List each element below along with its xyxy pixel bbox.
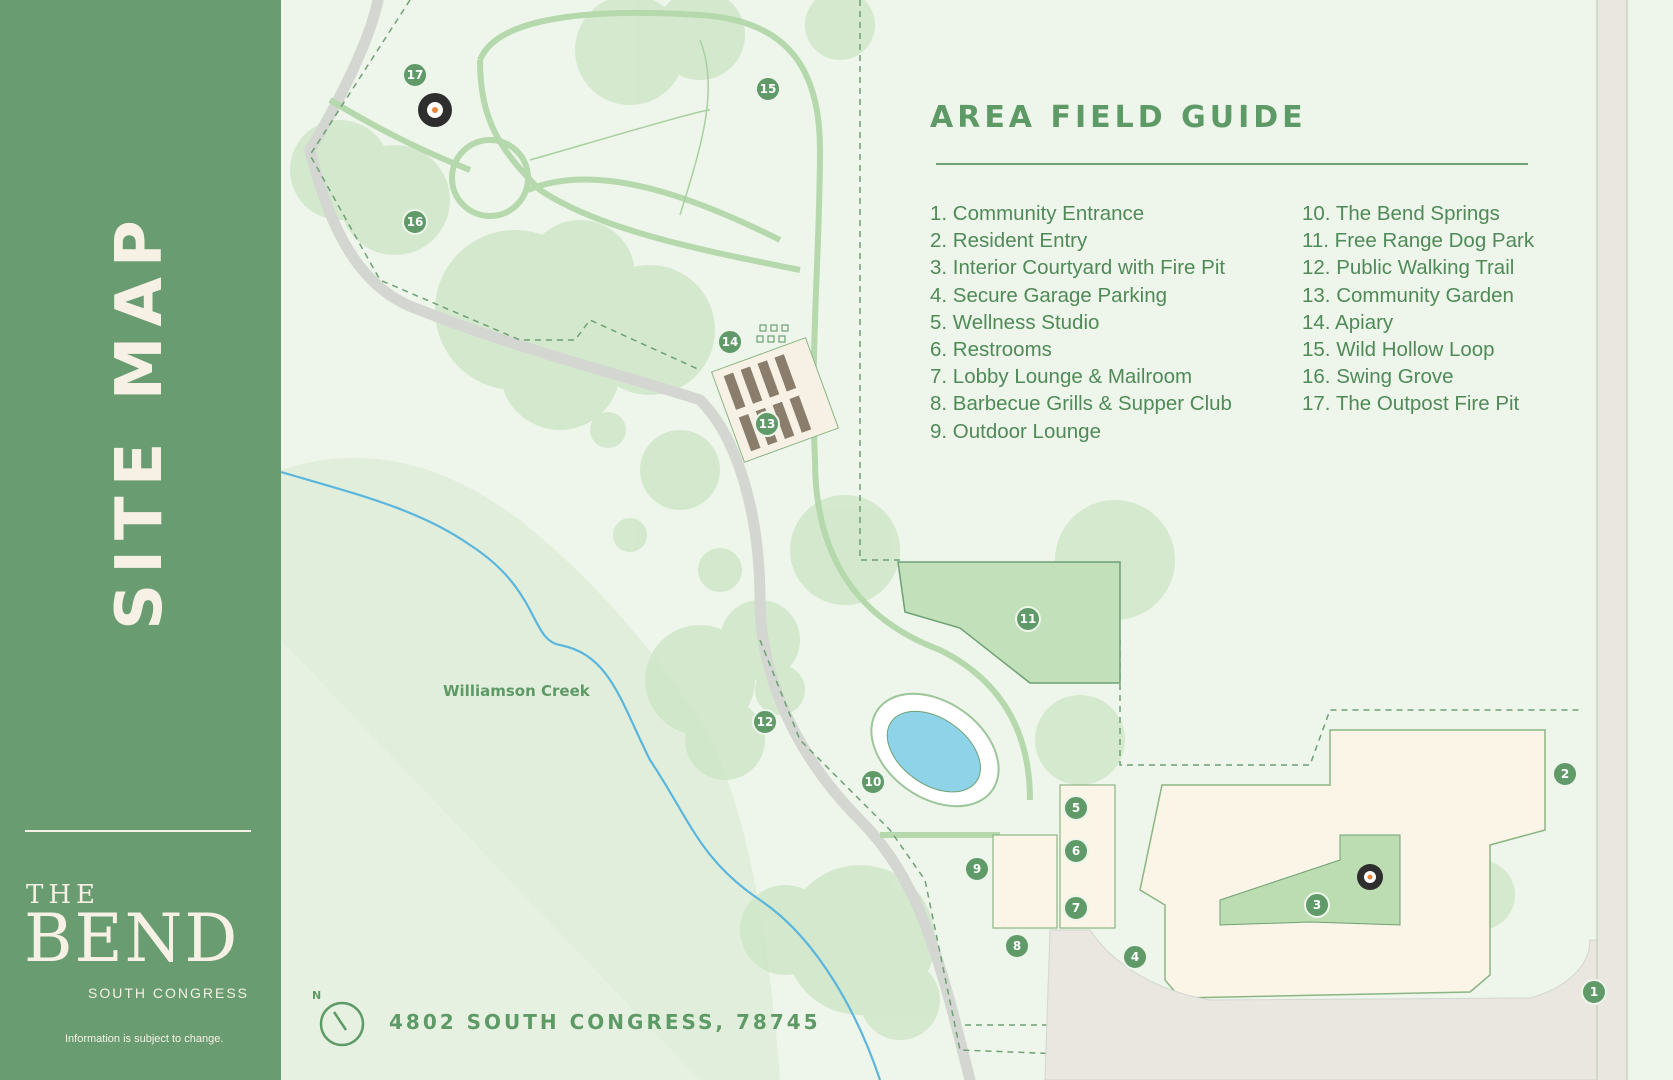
marker-11[interactable]: 11 — [1015, 606, 1041, 632]
marker-2[interactable]: 2 — [1552, 761, 1578, 787]
guide-item: 13. Community Garden — [1302, 283, 1514, 307]
guide-item: 8. Barbecue Grills & Supper Club — [930, 392, 1232, 416]
marker-15[interactable]: 15 — [755, 76, 781, 102]
guide-item: 3. Interior Courtyard with Fire Pit — [930, 256, 1226, 280]
guide-item: 2. Resident Entry — [930, 229, 1088, 253]
creek-label: Williamson Creek — [443, 682, 590, 700]
marker-5[interactable]: 5 — [1063, 795, 1089, 821]
marker-1[interactable]: 1 — [1581, 979, 1607, 1005]
brand-logo-the: THE — [26, 880, 100, 910]
guide-item: 14. Apiary — [1302, 310, 1394, 334]
disclaimer-text: Information is subject to change. — [65, 1033, 224, 1045]
marker-16[interactable]: 16 — [402, 209, 428, 235]
marker-7[interactable]: 7 — [1063, 895, 1089, 921]
compass-icon — [319, 1001, 365, 1047]
compass-north-label: N — [312, 989, 322, 1002]
guide-item: 10. The Bend Springs — [1302, 202, 1500, 225]
brand-logo-subtitle: SOUTH CONGRESS — [88, 985, 250, 1001]
site-map-title: SITE MAP — [103, 210, 177, 630]
guide-item: 1. Community Entrance — [930, 202, 1145, 225]
marker-17[interactable]: 17 — [402, 62, 428, 88]
site-map-canvas — [281, 0, 1673, 1080]
guide-item: 4. Secure Garage Parking — [930, 283, 1168, 307]
marker-13[interactable]: 13 — [754, 411, 780, 437]
guide-item: 15. Wild Hollow Loop — [1302, 337, 1495, 361]
address-text: 4802 SOUTH CONGRESS, 78745 — [389, 1010, 821, 1034]
guide-item: 6. Restrooms — [930, 337, 1052, 361]
sidebar: SITE MAP THE BEND SOUTH CONGRESS Informa… — [0, 0, 281, 1080]
sidebar-divider — [25, 830, 251, 832]
marker-12[interactable]: 12 — [752, 709, 778, 735]
guide-item: 7. Lobby Lounge & Mailroom — [930, 365, 1193, 389]
field-guide-column-2: 10. The Bend Springs 11. Free Range Dog … — [1302, 200, 1534, 418]
guide-item: 9. Outdoor Lounge — [930, 419, 1101, 443]
field-guide-title: AREA FIELD GUIDE — [930, 100, 1307, 135]
marker-6[interactable]: 6 — [1063, 838, 1089, 864]
marker-9[interactable]: 9 — [964, 856, 990, 882]
guide-item: 16. Swing Grove — [1302, 365, 1454, 389]
field-guide-column-1: 1. Community Entrance 2. Resident Entry … — [930, 200, 1232, 445]
guide-item: 11. Free Range Dog Park — [1302, 229, 1535, 253]
guide-item: 17. The Outpost Fire Pit — [1302, 392, 1520, 416]
marker-3[interactable]: 3 — [1304, 892, 1330, 918]
marker-4[interactable]: 4 — [1122, 944, 1148, 970]
guide-item: 5. Wellness Studio — [930, 310, 1100, 334]
marker-8[interactable]: 8 — [1004, 933, 1030, 959]
guide-item: 12. Public Walking Trail — [1302, 256, 1515, 280]
marker-14[interactable]: 14 — [717, 329, 743, 355]
brand-logo-name: BEND — [24, 900, 240, 977]
field-guide-divider — [936, 163, 1528, 165]
marker-10[interactable]: 10 — [860, 769, 886, 795]
